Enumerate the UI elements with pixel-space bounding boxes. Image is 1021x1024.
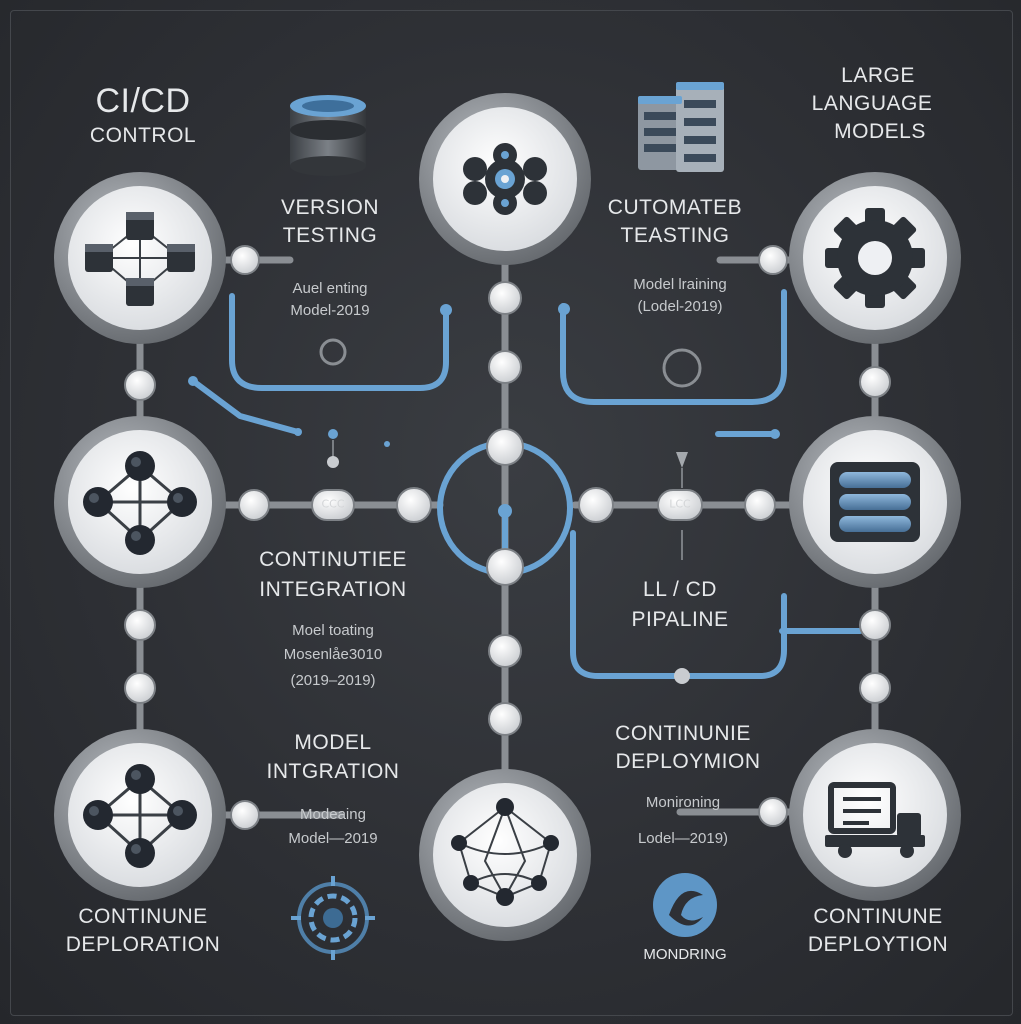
bottom-center-title: MONDRING [643,946,727,963]
ci-sub-1: Moel toating [292,622,374,639]
gear-icon [825,208,925,308]
network-hub-icon [463,143,547,215]
cd-mid-sub-1: Monironing [645,794,721,811]
bottom-left-title-2: DEPLORATION [65,933,221,956]
connector-tag-left: CCC [321,497,345,511]
cicd-subtitle: CONTROL [89,124,197,147]
cd-mid-title-2: DEPLOYMION [615,750,761,773]
gear-target-icon [291,876,375,960]
model-integration-sub-2: Model—2019 [288,830,378,847]
ci-sub-3: (2019–2019) [290,672,376,689]
monitoring-logo-icon [653,873,717,937]
model-integration-sub-1: Modeaing [300,806,366,823]
ci-title-2: INTEGRATION [259,578,407,601]
ci-sub-2: Mosenlåe3010 [283,646,383,663]
node-bottom-right[interactable] [789,729,961,901]
ci-title-1: CONTINUTIEE [259,548,407,571]
version-sub-1: Auel enting [292,280,368,297]
bottom-left-title-1: CONTINUNE [78,905,208,928]
llm-line2: LANGUAGE [811,92,933,115]
cd-mid-sub-2: Lodel—2019) [637,830,729,847]
bottom-right-title-1: CONTINUNE [813,905,943,928]
automated-sub-1: Model lraining [633,276,727,293]
cicd-title: CI/CD [95,82,191,120]
database-icon [290,95,366,176]
bottom-right-title-2: DEPLOYTION [807,933,949,956]
cd-mid-title-1: CONTINUNIE [615,722,751,745]
blue-endpoints [188,303,780,518]
pipeline-title-1: LL / CD [643,578,717,601]
automated-sub-2: (Lodel-2019) [637,298,723,315]
automated-testing-title-2: TEASTING [620,224,730,247]
delivery-truck-icon [825,782,925,858]
connector-tag-right: LCC [669,497,691,511]
version-sub-2: Model-2019 [290,302,370,319]
blue-pipeline [190,289,863,679]
mesh-node-icon [83,451,197,555]
mesh-node-icon [83,764,197,868]
version-testing-title-2: TESTING [282,224,378,247]
server-rack-icon [638,82,724,172]
llm-line3: MODELS [834,120,926,143]
joint-beads [124,245,891,830]
version-stack-icon [85,212,195,306]
automated-testing-title-1: CUTOMATEB [607,196,743,219]
data-stack-icon [830,462,920,542]
model-integration-title-2: INTGRATION [266,760,400,783]
version-testing-title-1: VERSION [280,196,380,219]
network-sphere-icon [451,798,559,906]
pipeline-title-2: PIPALINE [631,608,729,631]
model-integration-title-1: MODEL [294,731,372,754]
llm-line1: LARGE [841,64,915,87]
